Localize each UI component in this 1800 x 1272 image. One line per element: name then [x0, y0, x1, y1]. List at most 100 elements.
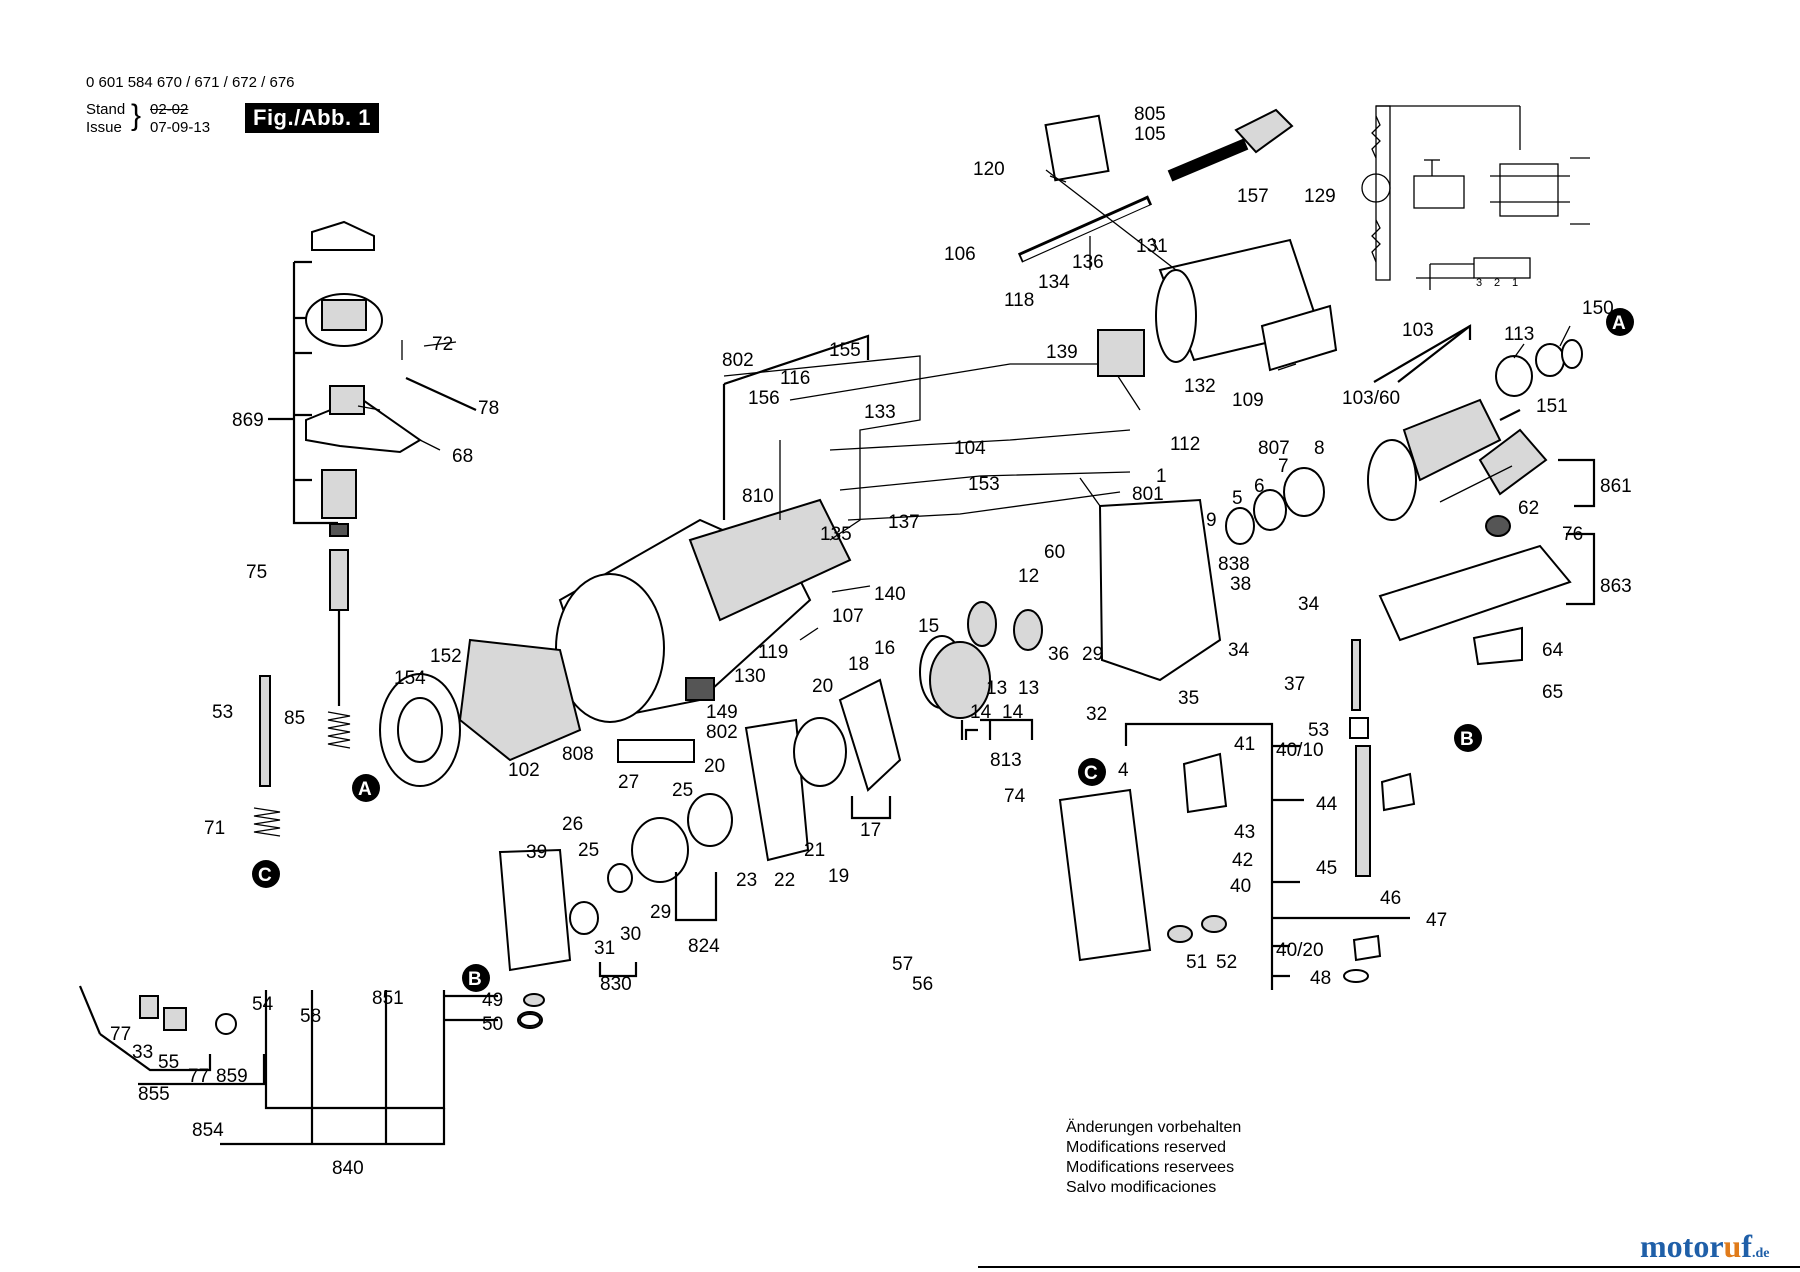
callout: 36 [1048, 644, 1069, 665]
callout: 130 [734, 666, 766, 687]
callout: 6 [1254, 476, 1265, 497]
callout: 807 [1258, 438, 1290, 459]
callout: 85 [284, 708, 305, 729]
callout: 838 [1218, 554, 1250, 575]
brand-name-1: motor [1640, 1228, 1724, 1264]
brand-name-2: f [1741, 1228, 1752, 1264]
callout: 14 [1002, 702, 1024, 723]
brand-tld: .de [1751, 1246, 1770, 1261]
callout: 810 [742, 486, 774, 507]
callout: 22 [774, 870, 795, 891]
callout: 859 [216, 1066, 248, 1087]
callout: 150 [1582, 298, 1614, 319]
callout: 29 [1082, 644, 1103, 665]
callout: 54 [252, 994, 274, 1015]
callout: 802 [706, 722, 738, 743]
callout: 21 [804, 840, 825, 861]
stand-label: Stand [86, 101, 126, 118]
callout: 112 [1170, 434, 1200, 455]
callout: 34 [1298, 594, 1320, 615]
callout: 805 [1134, 104, 1166, 125]
callout: 74 [1004, 786, 1026, 807]
reference-markers: A A B B C C [252, 308, 1634, 992]
modification-notes: Änderungen vorbehalten Modifications res… [1066, 1118, 1241, 1198]
bottom-rule [978, 1266, 1800, 1268]
callout: 134 [1038, 272, 1070, 293]
note-fr: Modifications reservees [1066, 1159, 1235, 1176]
callout: 118 [1004, 290, 1034, 311]
wiring-schematic: 3 2 1 [1361, 105, 1590, 290]
callout: 37 [1284, 674, 1305, 695]
callout: 20 [812, 676, 833, 697]
callout: 25 [672, 780, 693, 801]
callout: 46 [1380, 888, 1401, 909]
callout: 13 [1018, 678, 1039, 699]
callout: 140 [874, 584, 906, 605]
callout: 18 [848, 654, 869, 675]
callout: 129 [1304, 186, 1336, 207]
callout: 51 [1186, 952, 1207, 973]
callout: 23 [736, 870, 757, 891]
callout: 802 [722, 350, 754, 371]
callout: 149 [706, 702, 738, 723]
marker-c: C [258, 865, 272, 886]
bracket-861-863 [1558, 458, 1596, 606]
callout: 824 [688, 936, 720, 957]
brand-logo[interactable]: motoruf.de [1640, 1228, 1769, 1265]
callout: 830 [600, 974, 632, 995]
callout: 103 [1402, 320, 1434, 341]
callout: 50 [482, 1014, 503, 1035]
callout: 102 [508, 760, 540, 781]
callout: 103/60 [1342, 388, 1400, 409]
callout: 131 [1136, 236, 1168, 257]
callout: 77 [188, 1066, 209, 1087]
marker-b: B [1460, 729, 1474, 750]
callout: 7 [1278, 456, 1289, 477]
note-es: Salvo modificaciones [1066, 1179, 1217, 1196]
callout: 42 [1232, 850, 1253, 871]
callout: 25 [578, 840, 599, 861]
callout: 840 [332, 1158, 364, 1179]
callout: 26 [562, 814, 583, 835]
callout: 12 [1018, 566, 1039, 587]
callout: 119 [758, 642, 788, 663]
callout: 64 [1542, 640, 1564, 661]
callout: 1 [1156, 466, 1167, 487]
brace-icon: } [131, 99, 142, 132]
terminal-3: 3 [1476, 277, 1482, 289]
bracket-802 [722, 334, 870, 520]
callout: 4 [1118, 760, 1129, 781]
callout: 52 [1216, 952, 1237, 973]
issue-label: Issue [86, 119, 122, 136]
power-cable [1017, 108, 1294, 263]
callout: 62 [1518, 498, 1539, 519]
plunger-rod-75 [253, 549, 351, 837]
part-number-header: 0 601 584 670 / 671 / 672 / 676 [86, 74, 295, 91]
callout: 65 [1542, 682, 1563, 703]
callout: 34 [1228, 640, 1250, 661]
callout: 133 [864, 402, 896, 423]
callout: 60 [1044, 542, 1065, 563]
callout: 105 [1134, 124, 1166, 145]
group-brackets [598, 718, 1034, 978]
callout: 869 [232, 410, 264, 431]
callout: 53 [1308, 720, 1329, 741]
callout: 113 [1504, 324, 1534, 345]
callout: 151 [1536, 396, 1568, 417]
callout: 43 [1234, 822, 1255, 843]
callout: 75 [246, 562, 267, 583]
marker-a: A [358, 779, 372, 800]
callout: 116 [780, 368, 810, 389]
callout: 5 [1232, 488, 1243, 509]
callout: 78 [478, 398, 499, 419]
marker-b: B [468, 969, 482, 990]
callout: 152 [430, 646, 462, 667]
callout: 106 [944, 244, 976, 265]
marker-a: A [1612, 313, 1626, 334]
armature-103 [1367, 325, 1583, 521]
callout: 35 [1178, 688, 1199, 709]
callout: 56 [912, 974, 933, 995]
callout: 813 [990, 750, 1022, 771]
callout: 808 [562, 744, 594, 765]
callout: 8 [1314, 438, 1325, 459]
